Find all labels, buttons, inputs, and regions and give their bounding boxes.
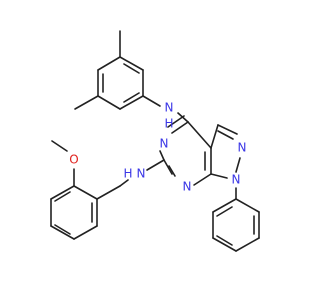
- ring-n5-label: N: [160, 137, 169, 151]
- bond: [96, 185, 121, 200]
- amine-n4-label: N: [165, 101, 174, 115]
- bond: [74, 95, 99, 110]
- bond: [168, 165, 176, 177]
- bond: [163, 159, 173, 175]
- amine-n4-h-label: H: [164, 117, 173, 131]
- bond: [212, 237, 237, 252]
- bond: [171, 121, 189, 134]
- bond: [73, 185, 98, 200]
- bond: [210, 124, 219, 149]
- bond: [119, 95, 144, 110]
- atom-labels: N H N N H N N N O: [69, 101, 246, 194]
- bond: [119, 56, 144, 71]
- bond: [235, 237, 260, 252]
- pyrazole-n1-label: N: [232, 173, 241, 187]
- methoxy-o-label: O: [69, 153, 78, 167]
- bond: [97, 56, 121, 71]
- bonds: [50, 30, 260, 252]
- amine-n6-h-label: H: [123, 167, 132, 181]
- bond: [51, 140, 68, 152]
- chemical-structure: N H N N H N N N O: [50, 30, 260, 252]
- bond: [73, 225, 98, 240]
- bond: [210, 173, 228, 179]
- bond: [212, 198, 237, 213]
- bond: [217, 124, 238, 135]
- bond: [123, 92, 140, 103]
- bond: [235, 157, 241, 173]
- bond: [97, 95, 121, 110]
- bond: [235, 198, 260, 213]
- amine-n6-label: N: [137, 167, 146, 181]
- bond: [123, 63, 140, 74]
- bond: [217, 130, 234, 140]
- bond: [167, 115, 185, 128]
- bond: [50, 185, 75, 200]
- bond: [54, 191, 71, 202]
- ring-n7-label: N: [183, 180, 192, 194]
- bond: [146, 159, 165, 171]
- bond: [159, 150, 165, 161]
- bond: [187, 121, 212, 149]
- bond: [119, 179, 129, 187]
- bond: [216, 206, 233, 217]
- bond: [193, 173, 212, 186]
- bond: [50, 225, 75, 240]
- bond: [142, 95, 161, 107]
- pyrazole-n2-label: N: [238, 141, 247, 155]
- bond: [216, 235, 233, 246]
- bond: [54, 224, 71, 235]
